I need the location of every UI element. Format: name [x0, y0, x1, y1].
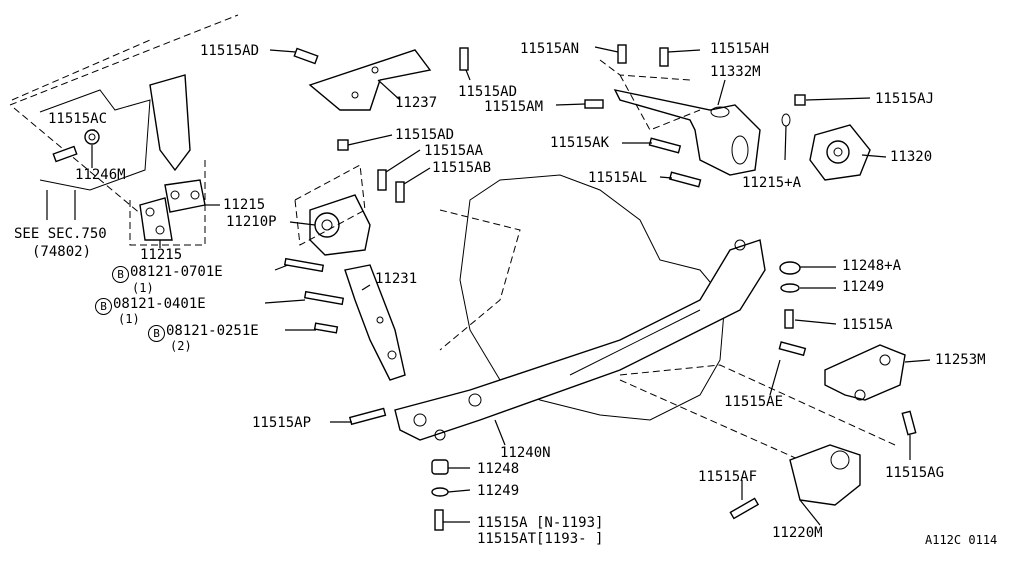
- label-11220m: 11220M: [772, 525, 823, 541]
- label-11215-b: 11215: [140, 247, 183, 263]
- bolt-11515ak: [648, 137, 682, 154]
- plate-11215-b: [139, 197, 173, 241]
- bolt-08121-0401e: [303, 290, 345, 306]
- washer-11249: [431, 487, 449, 497]
- washer-11246m: [84, 129, 100, 145]
- label-see-sec: SEE SEC.750: [14, 226, 107, 242]
- bolt-11515ag: [901, 410, 917, 436]
- label-bolt2-qty: (1): [118, 312, 140, 326]
- left-bracket: [149, 74, 191, 172]
- insulator-11248: [431, 459, 449, 475]
- label-11515a-b: 11515A [N-1193]: [477, 515, 604, 531]
- label-11515ab: 11515AB: [432, 160, 492, 176]
- mount-11253m: [824, 344, 906, 401]
- label-11515ag: 11515AG: [885, 465, 945, 481]
- label-11515al: 11515AL: [588, 170, 648, 186]
- label-11248a: 11248+A: [842, 258, 902, 274]
- bolt-08121-0251e: [313, 322, 339, 334]
- reference-frame: [9, 14, 239, 231]
- label-11515a-r: 11515A: [842, 317, 893, 333]
- bolt1-code: 08121-0701E: [130, 264, 223, 280]
- bolt-11515ah: [659, 47, 669, 67]
- label-11231: 11231: [375, 271, 418, 287]
- bolt2-code: 08121-0401E: [113, 296, 206, 312]
- diagram-code: A112C 0114: [925, 533, 998, 547]
- bolt-11515am: [584, 99, 604, 109]
- bolt3-code: 08121-0251E: [166, 323, 259, 339]
- bolt-11515ae: [778, 341, 807, 357]
- label-11246m: 11246M: [75, 167, 126, 183]
- label-11215a: 11215+A: [742, 175, 802, 191]
- torque-rod-11332m: [613, 89, 761, 176]
- label-bolt3-qty: (2): [170, 339, 192, 353]
- bolt-11515ad-right: [459, 47, 469, 71]
- bolt-11515af: [729, 497, 760, 520]
- label-11515ac: 11515AC: [48, 111, 108, 127]
- label-11249: 11249: [477, 483, 520, 499]
- bolt-11515a-r: [784, 309, 794, 329]
- label-11320: 11320: [890, 149, 933, 165]
- bolt-11515ad-mid: [337, 139, 349, 151]
- bolt-prefix-badge: B: [148, 325, 165, 342]
- label-11515an: 11515AN: [520, 41, 580, 57]
- crossmember-11240n: [394, 239, 766, 441]
- insulator-11248a: [779, 261, 801, 275]
- label-11237: 11237: [395, 95, 438, 111]
- label-bolt1-qty: (1): [132, 281, 154, 295]
- bracket-11237: [308, 49, 432, 111]
- bolt-11515a-b: [434, 509, 444, 531]
- label-11515ad-right: 11515AD: [458, 84, 518, 100]
- engine-block: [459, 174, 726, 421]
- bolt-11515aj: [794, 94, 806, 106]
- label-11515aa: 11515AA: [424, 143, 484, 159]
- label-11332m: 11332M: [710, 64, 761, 80]
- washer-11215a: [781, 113, 791, 127]
- label-11240n: 11240N: [500, 445, 551, 461]
- label-11515at: 11515AT[1193- ]: [477, 531, 604, 547]
- label-11515af: 11515AF: [698, 469, 758, 485]
- label-11515ad-top: 11515AD: [200, 43, 260, 59]
- bolt-prefix-badge: B: [112, 266, 129, 283]
- label-11215-a: 11215: [223, 197, 266, 213]
- bolt-11515ap: [348, 407, 387, 426]
- label-11515ak: 11515AK: [550, 135, 610, 151]
- label-11515aj: 11515AJ: [875, 91, 935, 107]
- label-11249-r: 11249: [842, 279, 885, 295]
- bolt-11515ac: [52, 145, 78, 163]
- label-11210p: 11210P: [226, 214, 277, 230]
- label-11515am: 11515AM: [484, 99, 544, 115]
- bolt-11515al: [668, 171, 702, 188]
- label-11248: 11248: [477, 461, 520, 477]
- bolt-11515ad-top: [293, 47, 319, 65]
- label-11515ad-mid: 11515AD: [395, 127, 455, 143]
- bolt-11515ab: [395, 181, 405, 203]
- transmission-outline: [39, 89, 151, 191]
- label-see-sec-num: (74802): [32, 244, 92, 260]
- label-11253m: 11253M: [935, 352, 986, 368]
- label-11515ae: 11515AE: [724, 394, 784, 410]
- bolt-prefix-badge: B: [95, 298, 112, 315]
- bolt-08121-0701e: [283, 257, 325, 273]
- label-11515ap: 11515AP: [252, 415, 312, 431]
- bolt-11515an: [617, 44, 627, 64]
- bolt-11515aa: [377, 169, 387, 191]
- washer-11249-r: [780, 283, 800, 293]
- mount-11220m: [789, 444, 861, 506]
- label-11515ah: 11515AH: [710, 41, 770, 57]
